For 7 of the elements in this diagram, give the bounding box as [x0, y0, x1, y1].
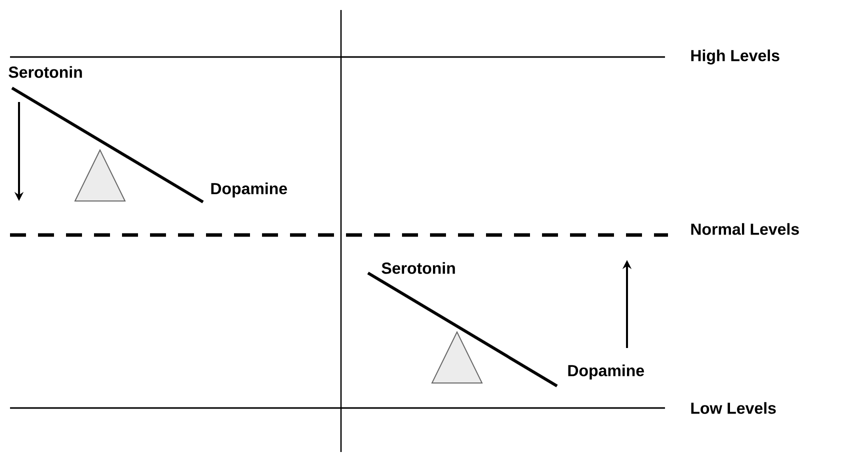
balance-label: Dopamine — [568, 364, 644, 380]
balance-label: Serotonin — [8, 66, 82, 78]
level-label: Low Levels — [691, 402, 776, 414]
level-label: Normal Levels — [691, 223, 799, 235]
level-label: High Levels — [691, 50, 780, 64]
balance-label: Dopamine — [211, 182, 287, 198]
balance-label: Serotonin — [382, 262, 455, 274]
